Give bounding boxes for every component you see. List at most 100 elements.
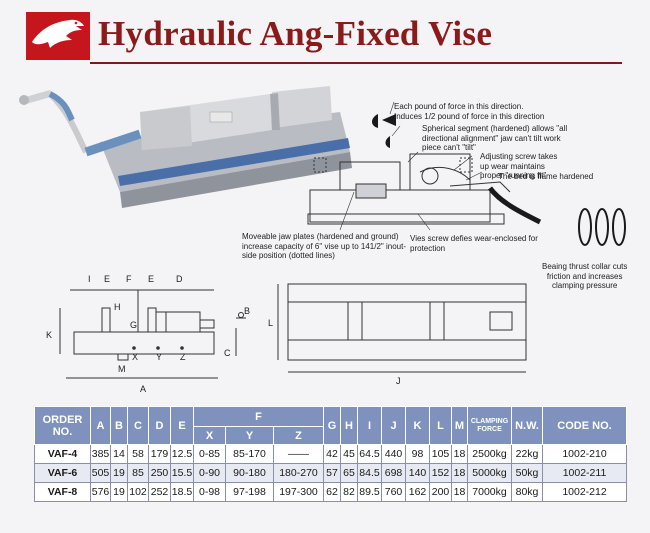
header-nw: N.W. (511, 406, 543, 445)
cell-C: 58 (127, 444, 149, 464)
vise-product-image (19, 86, 352, 208)
cell-Y: 85-170 (225, 444, 274, 464)
cell-I: 89.5 (357, 482, 382, 502)
cell-E: 15.5 (170, 463, 194, 483)
callout-flame-hardened-bed: The bed is flame hardened (498, 172, 594, 181)
dim-label-D: D (176, 274, 183, 284)
cell-H: 45 (340, 444, 358, 464)
cell-nw: 50kg (511, 463, 543, 483)
thrust-collar-detail (578, 208, 626, 246)
cell-I: 84.5 (357, 463, 382, 483)
dim-label-Y: Y (156, 352, 162, 362)
cell-J: 698 (381, 463, 406, 483)
cell-Z: 180-270 (273, 463, 324, 483)
dim-label-H: H (114, 302, 121, 312)
cell-M: 18 (451, 444, 468, 464)
cell-H: 82 (340, 482, 358, 502)
cell-C: 102 (127, 482, 149, 502)
cell-nw: 22kg (511, 444, 543, 464)
dimension-drawings: I E F E D H K G B C X Y Z M A L J (46, 274, 527, 394)
cell-Z: —— (273, 444, 324, 464)
header-A: A (90, 406, 111, 445)
cell-Y: 97-198 (225, 482, 274, 502)
callout-force-direction: Each pound of force in this direction. I… (394, 102, 545, 121)
header-H: H (340, 406, 358, 445)
cell-D: 179 (148, 444, 171, 464)
header-D: D (148, 406, 171, 445)
dim-label-A: A (140, 384, 146, 394)
table-row: VAF-6 505 19 85 250 15.5 0-90 90-180 180… (34, 463, 627, 483)
cell-I: 64.5 (357, 444, 382, 464)
cell-E: 12.5 (170, 444, 194, 464)
cell-L: 152 (429, 463, 452, 483)
dim-label-M: M (118, 364, 126, 374)
callout-vise-screw: Vies screw defies wear-enclosed for prot… (410, 234, 538, 253)
cell-code: 1002-210 (542, 444, 627, 464)
title-divider (90, 62, 622, 64)
header-Y: Y (225, 426, 274, 445)
cell-order: VAF-6 (34, 463, 91, 483)
header-Z: Z (273, 426, 324, 445)
header-E: E (170, 406, 194, 445)
cell-force: 2500kg (467, 444, 512, 464)
cell-X: 0-85 (193, 444, 226, 464)
cell-B: 19 (110, 463, 128, 483)
vise-cross-section-diagram (307, 101, 626, 246)
dim-label-J: J (396, 376, 401, 386)
cell-G: 42 (323, 444, 341, 464)
cell-force: 7000kg (467, 482, 512, 502)
callout-spherical-segment: Spherical segment (hardened) allows "all… (422, 124, 568, 152)
cell-C: 85 (127, 463, 149, 483)
header-K: K (405, 406, 430, 445)
cell-G: 62 (323, 482, 341, 502)
callout-adjusting-screw: Adjusting screw takes up wear maintains … (480, 152, 558, 180)
cell-L: 200 (429, 482, 452, 502)
cell-nw: 80kg (511, 482, 543, 502)
header-code-no: CODE NO. (542, 406, 627, 445)
feature-callouts: Each pound of force in this direction. I… (242, 92, 650, 292)
dim-label-F: F (126, 274, 132, 284)
header-B: B (110, 406, 128, 445)
header-F: F (193, 406, 324, 427)
cell-E: 18.5 (170, 482, 194, 502)
header-I: I (357, 406, 382, 445)
dim-label-I: I (88, 274, 91, 284)
dim-label-Z: Z (180, 352, 186, 362)
cell-G: 57 (323, 463, 341, 483)
cell-order: VAF-8 (34, 482, 91, 502)
cell-force: 5000kg (467, 463, 512, 483)
header-G: G (323, 406, 341, 445)
cell-Y: 90-180 (225, 463, 274, 483)
cell-code: 1002-211 (542, 463, 627, 483)
header-C: C (127, 406, 149, 445)
dim-label-E: E (104, 274, 110, 284)
table-row: VAF-8 576 19 102 252 18.5 0-98 97-198 19… (34, 482, 627, 502)
header-L: L (429, 406, 452, 445)
callout-moveable-jaw-plates: Moveable jaw plates (hardened and ground… (242, 232, 406, 260)
dim-label-E2: E (148, 274, 154, 284)
cell-M: 18 (451, 463, 468, 483)
cell-code: 1002-212 (542, 482, 627, 502)
cell-J: 760 (381, 482, 406, 502)
cell-J: 440 (381, 444, 406, 464)
cell-A: 505 (90, 463, 111, 483)
cell-K: 162 (405, 482, 430, 502)
dim-label-L: L (268, 318, 273, 328)
cell-order: VAF-4 (34, 444, 91, 464)
cell-D: 250 (148, 463, 171, 483)
cell-A: 576 (90, 482, 111, 502)
header: Hydraulic Ang-Fixed Vise (0, 0, 650, 68)
header-J: J (381, 406, 406, 445)
cell-Z: 197-300 (273, 482, 324, 502)
cell-B: 19 (110, 482, 128, 502)
cell-X: 0-98 (193, 482, 226, 502)
dim-label-C: C (224, 348, 231, 358)
page-title: Hydraulic Ang-Fixed Vise (98, 14, 493, 53)
dim-label-K: K (46, 330, 52, 340)
header-X: X (193, 426, 226, 445)
table-row: VAF-4 385 14 58 179 12.5 0-85 85-170 —— … (34, 444, 627, 464)
cell-K: 140 (405, 463, 430, 483)
